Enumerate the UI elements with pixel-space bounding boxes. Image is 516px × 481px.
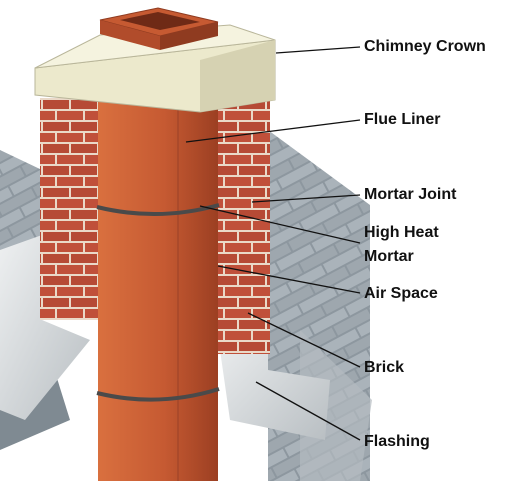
flue-top: [99, 7, 219, 50]
label-flashing: Flashing: [364, 433, 430, 450]
label-high-heat: High Heat: [364, 224, 439, 241]
label-mortar: Mortar: [364, 248, 414, 265]
leader-lines: [185, 46, 361, 441]
label-air-space: Air Space: [364, 285, 438, 302]
flue-liner: [98, 98, 218, 481]
label-mortar-joint: Mortar Joint: [364, 186, 457, 203]
brick-wall-right: [215, 98, 270, 354]
label-flue-liner: Flue Liner: [364, 111, 441, 128]
label-brick: Brick: [364, 359, 405, 376]
mortar-bands: [96, 203, 220, 402]
brick-wall-left: [40, 98, 100, 320]
label-chimney-crown: Chimney Crown: [364, 38, 486, 55]
